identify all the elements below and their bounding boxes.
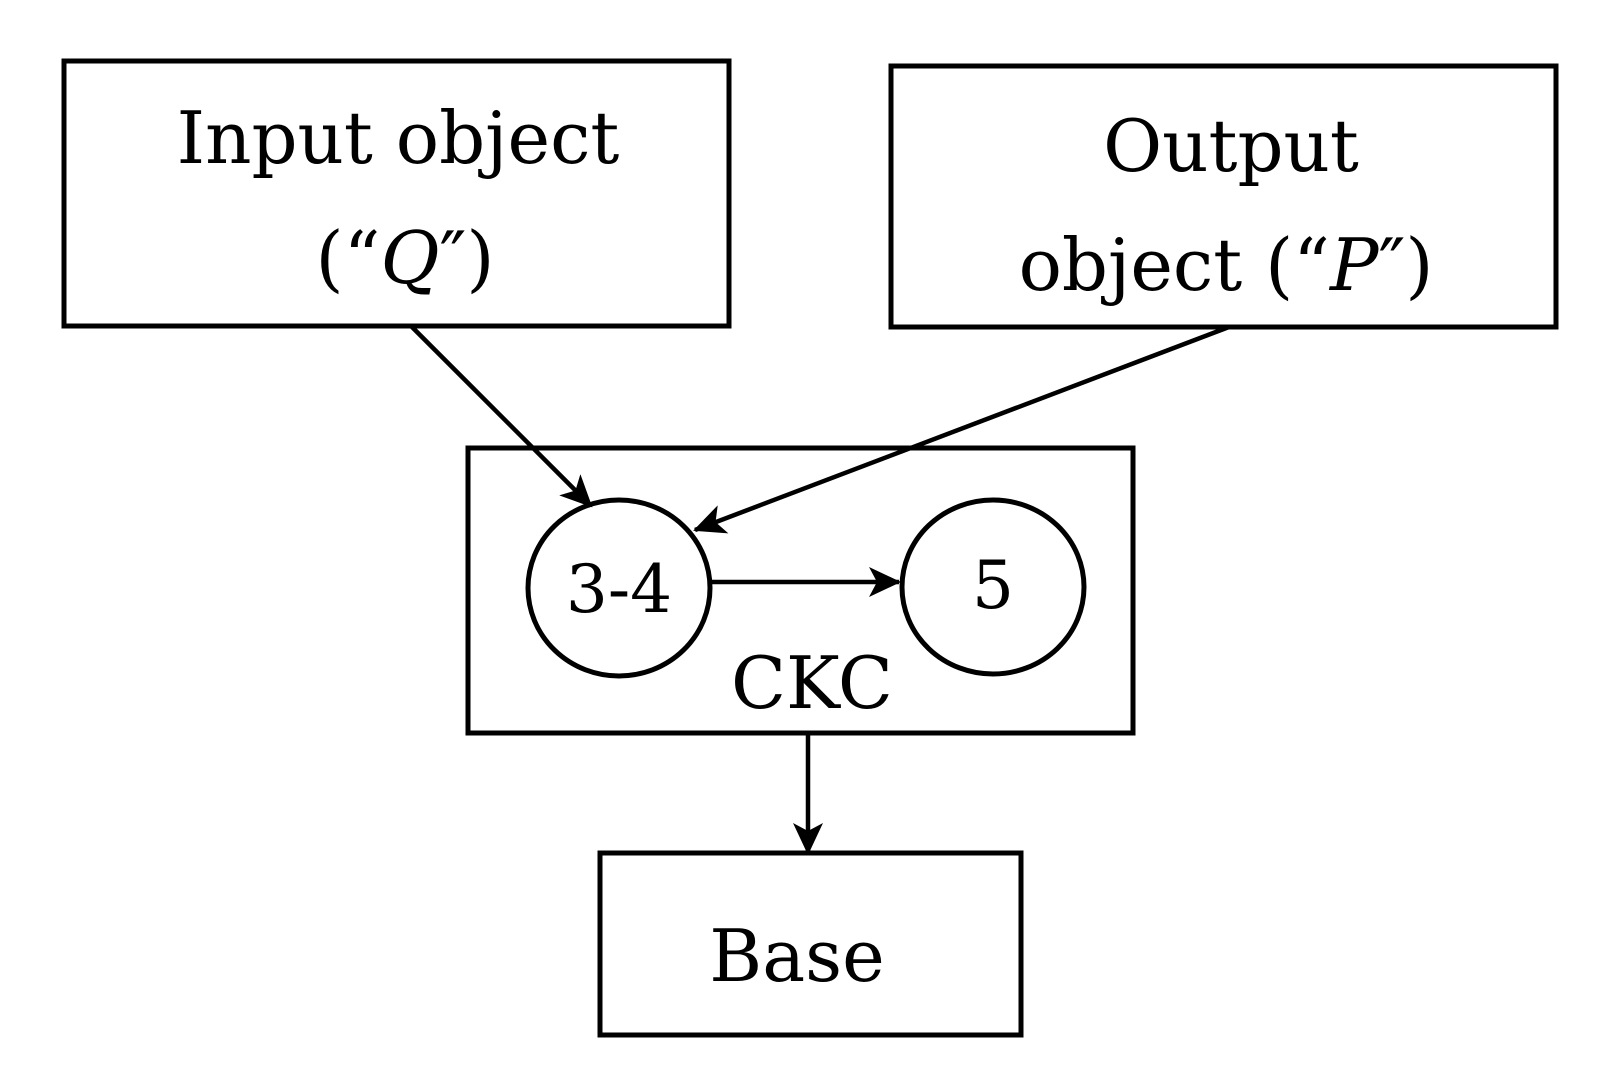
circle-3-4 — [525, 497, 713, 679]
input-object-open-quote: (“ — [316, 216, 381, 300]
base-box — [597, 850, 1024, 1038]
ckc-label: CKC — [731, 641, 893, 725]
edge-output-to-3-4 — [693, 324, 1230, 534]
input-object-close-quote: ″) — [439, 216, 494, 300]
output-object-label-line1: Output — [1103, 104, 1359, 188]
input-object-label-line2: (“Q″) — [316, 216, 495, 300]
output-object-node: Output object (“P″) — [888, 63, 1559, 330]
edge-input-to-3-4 — [409, 324, 593, 508]
output-object-variable: P — [1328, 223, 1380, 307]
input-object-variable: Q — [380, 216, 439, 300]
circle-3-4-label: 3-4 — [566, 551, 672, 628]
circle-5 — [899, 497, 1087, 677]
output-object-close-quote: ″) — [1378, 223, 1433, 307]
input-object-label-line1: Input object — [177, 96, 620, 180]
output-object-label-line2: object (“P″) — [1019, 223, 1434, 307]
input-object-box — [61, 58, 732, 329]
circle-5-label: 5 — [972, 547, 1014, 624]
base-label: Base — [709, 914, 884, 998]
input-object-node: Input object (“Q″) — [61, 58, 732, 329]
output-object-text: object (“ — [1019, 223, 1330, 307]
output-object-box — [888, 63, 1559, 330]
base-node: Base — [597, 850, 1024, 1038]
